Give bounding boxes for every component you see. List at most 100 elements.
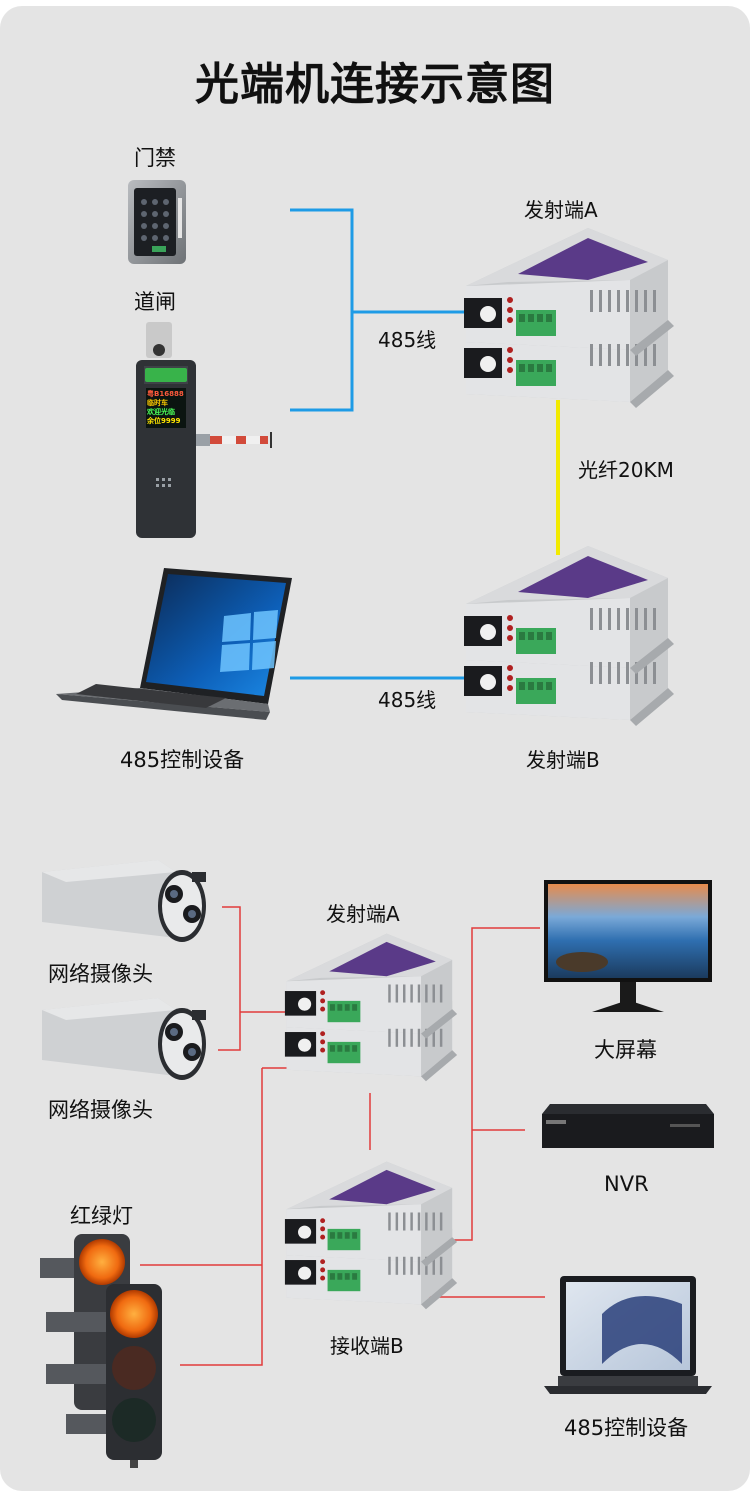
status-led	[507, 367, 513, 373]
mounting-ear	[421, 1050, 458, 1082]
transceiver-vent	[395, 1028, 399, 1047]
transceiver-vent	[617, 344, 620, 366]
gate-display-line: 欢迎光临	[147, 408, 175, 416]
terminal-screw	[519, 314, 525, 322]
status-led	[320, 1275, 326, 1281]
transceiver-vent	[432, 984, 435, 1003]
terminal-block-upper	[327, 1000, 361, 1023]
terminal-screw	[344, 1004, 350, 1011]
transceiver-vent	[417, 1028, 421, 1047]
fiber-port-b-label-bg	[480, 356, 496, 372]
status-led	[507, 317, 513, 323]
terminal-screw	[330, 1004, 335, 1011]
traffic-light-device	[40, 1234, 162, 1468]
transceiver-vent	[590, 290, 593, 312]
transceiver-vent	[417, 1212, 421, 1231]
transceiver-vent	[608, 290, 611, 312]
terminal-screw	[519, 632, 525, 640]
camera-1-label: 网络摄像头	[48, 962, 153, 986]
terminal-screw	[546, 682, 552, 690]
transceiver-vent	[617, 290, 620, 312]
page-title: 光端机连接示意图	[195, 59, 555, 110]
terminal-screw	[337, 1232, 343, 1239]
laptop-device	[56, 568, 292, 720]
status-led	[507, 685, 513, 691]
status-led	[320, 1031, 326, 1037]
status-led	[320, 1267, 326, 1273]
transceiver-vent	[432, 1028, 435, 1047]
transceiver-vent	[410, 984, 413, 1003]
transceiver-purple-label	[518, 556, 648, 598]
transceiver-vent	[644, 344, 647, 366]
terminal-screw	[546, 364, 552, 372]
terminal-block-upper	[516, 628, 556, 654]
camera-hood	[42, 998, 176, 1020]
status-led	[507, 665, 513, 671]
terminal-block-lower	[327, 1269, 361, 1292]
transceiver-vent	[653, 344, 656, 366]
terminal-screw	[344, 1273, 350, 1280]
status-led	[507, 615, 513, 621]
status-led	[507, 347, 513, 353]
fiber-port-a-label-bg	[298, 1225, 312, 1239]
terminal-screw	[337, 1273, 343, 1280]
terminal-screw	[352, 1232, 358, 1239]
transceiver-purple-label	[518, 238, 648, 280]
transceiver-vent	[432, 1256, 435, 1275]
transceiver-vent	[410, 1256, 413, 1275]
transceiver-purple-label	[329, 941, 436, 977]
transceiver-vent	[608, 662, 611, 684]
transceiver-vent	[599, 290, 602, 312]
status-led	[507, 675, 513, 681]
big-screen-label: 大屏幕	[594, 1038, 657, 1062]
nvr-device	[542, 1104, 714, 1148]
fiber-port-a-label-bg	[480, 624, 496, 640]
terminal-screw	[344, 1045, 350, 1052]
gate-display-line: 余位9999	[147, 417, 181, 425]
camera-lens-2-glass	[188, 1048, 196, 1056]
rs485-label-1: 485线	[378, 328, 437, 352]
terminal-screw	[352, 1045, 358, 1052]
traffic-light-label: 红绿灯	[70, 1204, 133, 1228]
transceiver-vent	[439, 1256, 443, 1275]
transceiver-vent	[395, 1256, 399, 1275]
fiber-port-b-label-bg	[298, 1266, 312, 1280]
status-led	[507, 625, 513, 631]
transceiver-vent	[388, 1212, 391, 1231]
status-led	[320, 1039, 326, 1045]
status-led	[320, 990, 326, 996]
camera-2-label: 网络摄像头	[48, 1098, 153, 1122]
transceiver-vent	[644, 290, 647, 312]
transceiver-vent	[432, 1212, 435, 1231]
status-led	[320, 1234, 326, 1240]
terminal-block-lower	[516, 678, 556, 704]
terminal-screw	[546, 314, 552, 322]
transceiver-vent	[403, 1028, 406, 1047]
terminal-screw	[528, 364, 534, 372]
door-keypad-device	[128, 180, 186, 264]
mounting-ear	[630, 370, 674, 408]
terminal-block-lower	[516, 360, 556, 386]
transceiver-vent	[599, 662, 602, 684]
terminal-screw	[352, 1004, 358, 1011]
terminal-block-upper	[327, 1228, 361, 1251]
control-device-label-top: 485控制设备	[120, 748, 245, 772]
transceiver-vent	[626, 662, 629, 684]
network-camera-2	[42, 998, 206, 1080]
transceiver-vent	[644, 662, 647, 684]
transceiver-vent	[635, 608, 638, 630]
transceiver-vent	[439, 1028, 443, 1047]
transceiver-vent	[403, 984, 406, 1003]
terminal-screw	[537, 314, 543, 322]
rx-b-label-bottom: 接收端B	[330, 1334, 404, 1358]
transceiver-vent	[653, 608, 656, 630]
terminal-screw	[546, 632, 552, 640]
camera-bracket	[192, 872, 206, 882]
fiber-transceiver-a-top	[464, 228, 674, 408]
laptop-device-bottom	[544, 1276, 712, 1394]
terminal-block-lower	[327, 1041, 361, 1064]
terminal-screw	[519, 682, 525, 690]
status-led	[320, 1006, 326, 1012]
transceiver-vent	[410, 1212, 413, 1231]
network-camera-1	[42, 860, 206, 942]
